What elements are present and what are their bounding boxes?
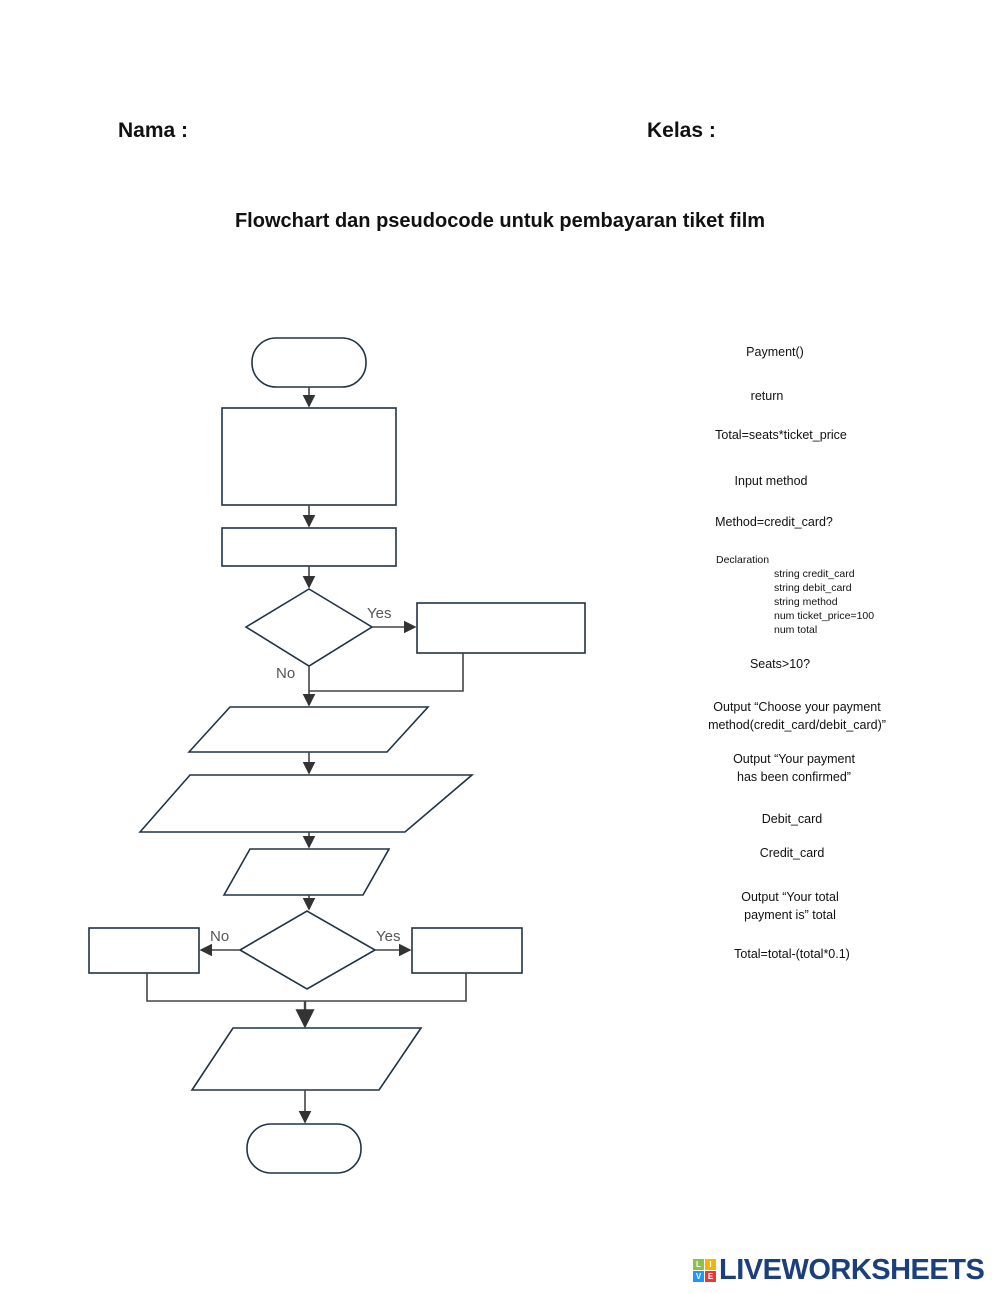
start-terminator[interactable]	[251, 337, 367, 388]
card-line: Output “Your payment	[733, 752, 855, 766]
card-discount[interactable]: Total=total-(total*0.1)	[734, 947, 850, 961]
decision-seats[interactable]	[244, 588, 374, 667]
connectors	[146, 387, 467, 1124]
decision-method[interactable]	[238, 910, 377, 990]
process-box-total[interactable]	[221, 527, 397, 567]
declaration-item: num total	[774, 624, 818, 636]
logo-tile: I	[705, 1259, 716, 1270]
card-line: Output “Your total	[741, 890, 839, 904]
io-output-choose[interactable]	[187, 706, 430, 753]
declaration-item: string method	[774, 596, 838, 608]
card-declaration[interactable]: Declaration string credit_card string de…	[716, 553, 874, 637]
box-yes-branch[interactable]	[411, 927, 523, 974]
card-output-choose[interactable]: Output “Choose your payment method(credi…	[708, 698, 886, 734]
card-line: payment is” total	[744, 908, 836, 922]
card-method-check[interactable]: Method=credit_card?	[715, 515, 833, 529]
io-output-confirmed[interactable]	[190, 1027, 423, 1091]
logo-tile: L	[693, 1259, 704, 1270]
page-title: Flowchart dan pseudocode untuk pembayara…	[234, 210, 766, 232]
card-line: method(credit_card/debit_card)”	[708, 718, 886, 732]
class-label: Kelas :	[647, 119, 716, 142]
name-label: Nama :	[118, 119, 189, 142]
card-output-confirmed[interactable]: Output “Your payment has been confirmed”	[733, 750, 855, 786]
card-total-calc[interactable]: Total=seats*ticket_price	[715, 428, 847, 442]
logo-text: LIVEWORKSHEETS	[719, 1254, 985, 1286]
yes-label: Yes	[367, 605, 391, 622]
logo-tile: E	[705, 1271, 716, 1282]
card-payment[interactable]: Payment()	[746, 345, 804, 359]
yes-label: Yes	[376, 928, 400, 945]
declaration-title: Declaration	[716, 554, 770, 566]
declaration-item: string debit_card	[774, 582, 852, 594]
io-output-total[interactable]	[222, 848, 391, 896]
card-seats-check[interactable]: Seats>10?	[749, 657, 811, 671]
declaration-item: string credit_card	[774, 568, 855, 580]
end-terminator[interactable]	[246, 1123, 362, 1174]
no-label: No	[210, 928, 229, 945]
card-input-method[interactable]: Input method	[734, 474, 808, 488]
liveworksheets-logo: L I V E LIVEWORKSHEETS	[693, 1254, 985, 1287]
declaration-box[interactable]	[221, 407, 397, 506]
box-no-branch[interactable]	[88, 927, 200, 974]
card-line: has been confirmed”	[737, 770, 851, 784]
card-output-total[interactable]: Output “Your total payment is” total	[741, 888, 839, 924]
logo-icon: L I V E	[693, 1259, 716, 1282]
process-box-discount[interactable]	[416, 602, 586, 654]
no-label: No	[276, 665, 295, 682]
card-credit-card[interactable]: Credit_card	[759, 846, 825, 860]
card-return[interactable]: return	[750, 389, 784, 403]
declaration-item: num ticket_price=100	[774, 610, 875, 622]
card-line: Output “Choose your payment	[713, 700, 881, 714]
logo-tile: V	[693, 1271, 704, 1282]
card-debit-card[interactable]: Debit_card	[761, 812, 823, 826]
io-input-method[interactable]	[138, 774, 475, 833]
